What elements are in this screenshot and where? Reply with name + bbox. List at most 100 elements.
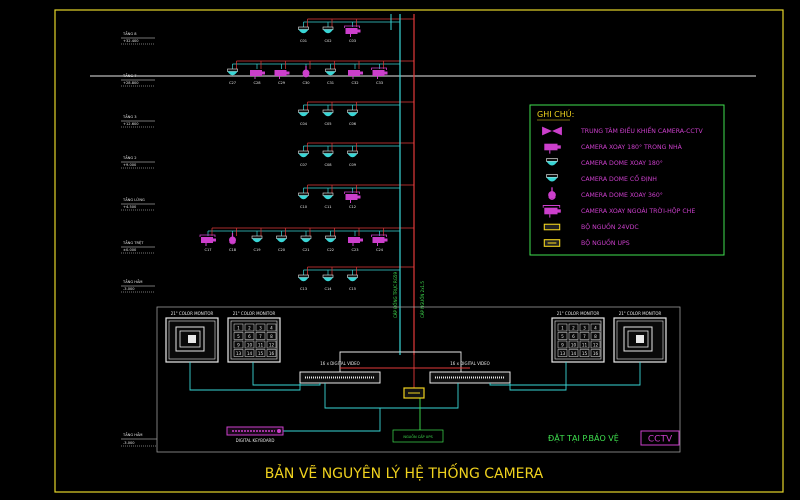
room-label: ĐẶT TẠI P.BẢO VỆ	[548, 432, 619, 444]
monitor-cell: 6	[572, 334, 575, 339]
dome-fixed-icon	[546, 174, 558, 182]
monitor-cell: 1	[237, 325, 240, 330]
monitor-label: 21" COLOR MONITOR	[171, 311, 214, 316]
legend-item-label: CAMERA DOME CỐ ĐỊNH	[581, 173, 657, 183]
camera-id: C32	[351, 81, 358, 85]
dome-fixed-icon	[347, 274, 358, 282]
dome-fixed-icon	[276, 235, 287, 243]
dome-fixed-icon	[322, 274, 334, 282]
dome-360-icon	[229, 233, 236, 245]
camera-id: C10	[300, 205, 308, 209]
legend-item: CAMERA DOME XOAY 360°	[548, 187, 663, 200]
ptz-outdoor-icon	[371, 234, 388, 246]
camera-id: C29	[278, 81, 286, 85]
camera-id: C21	[302, 248, 309, 252]
monitor-cell: 7	[259, 334, 262, 339]
legend-box	[529, 104, 725, 256]
dome-fixed-icon	[298, 192, 309, 200]
monitor-cell: 12	[593, 342, 599, 347]
ptz-outdoor-icon	[344, 25, 361, 37]
floor-label: TẦNG LỬNG	[122, 197, 145, 202]
keyboard-label: DIGITAL KEYBOARD	[236, 438, 275, 443]
floor-level: +12.600	[123, 122, 139, 126]
power-box	[392, 429, 444, 443]
dome-360-icon	[302, 66, 310, 78]
legend-item-label: CAMERA XOAY NGOÀI TRỜI-HỘP CHE	[581, 206, 695, 215]
camera-id: C12	[349, 205, 356, 209]
camera-id: C03	[349, 39, 356, 43]
basement-label: TẦNG HẦM	[122, 432, 143, 437]
dome-fixed-icon	[300, 235, 312, 243]
monitor-cell: 10	[571, 342, 577, 347]
basement-floor: TẦNG HẦM-3.000	[121, 432, 157, 447]
camera-id: C30	[302, 81, 310, 85]
camera-id: C28	[253, 81, 261, 85]
camera-id: C04	[300, 122, 308, 126]
camera-id: C15	[349, 287, 356, 291]
monitor-cell: 15	[258, 351, 264, 356]
legend-item: BỘ NGUỒN 24VDC	[543, 221, 639, 231]
floor-label: TẦNG 3	[122, 114, 137, 119]
camera-id: C33	[376, 81, 383, 85]
dome-fixed-icon	[325, 235, 336, 243]
floor-label: TẦNG 2	[122, 155, 137, 160]
floor-level: +9.000	[123, 163, 137, 167]
legend-item: CAMERA XOAY 180° TRONG NHÀ	[544, 142, 683, 154]
monitor-cell: 13	[560, 351, 566, 356]
room-tag: CCTV	[648, 435, 673, 445]
monitor-cell: 9	[561, 342, 564, 347]
floor-level: -3.000	[123, 287, 135, 291]
legend-item: CAMERA XOAY NGOÀI TRỜI-HỘP CHE	[542, 205, 695, 218]
camera-id: C17	[204, 248, 211, 252]
floor-level: +28.800	[123, 81, 139, 85]
drawing-frame	[54, 9, 784, 493]
floor-level: +4.500	[123, 205, 137, 209]
page-title: BẢN VẼ NGUYÊN LÝ HỆ THỐNG CAMERA	[265, 463, 544, 482]
dvr-right-label: 16 x DIGITAL VIDEO	[450, 361, 490, 366]
ptz-outdoor-icon	[542, 205, 561, 218]
legend-item-label: BỘ NGUỒN 24VDC	[581, 221, 639, 231]
room-tag-box	[640, 430, 680, 446]
floor-label: TẦNG HẦM	[122, 279, 143, 284]
monitor-cell: 2	[248, 325, 251, 330]
legend-item-label: TRUNG TÂM ĐIỀU KHIỂN CAMERA-CCTV	[580, 125, 703, 135]
ptz-outdoor-icon	[344, 191, 361, 203]
dome-180-icon	[546, 158, 558, 166]
dome-fixed-icon	[322, 150, 334, 158]
digital-keyboard: DIGITAL KEYBOARD	[226, 426, 284, 443]
control-room	[156, 306, 681, 453]
monitor-cell: 3	[259, 325, 262, 330]
dome-fixed-icon	[347, 150, 358, 158]
riser-label-coax: CÁP ĐỒNG TRỤC RG59	[393, 272, 398, 318]
dome-fixed-icon	[251, 235, 263, 243]
camera-id: C24	[376, 248, 384, 252]
monitor-label: 21" COLOR MONITOR	[557, 311, 600, 316]
camera-id: C07	[300, 163, 307, 167]
monitor-cell: 3	[583, 325, 586, 330]
dvr-right: 16 x DIGITAL VIDEO	[429, 361, 511, 384]
monitor-cell: 11	[258, 342, 264, 347]
monitor-cell: 8	[594, 334, 597, 339]
ptz-indoor-icon	[274, 70, 290, 79]
monitor-label: 21" COLOR MONITOR	[233, 311, 276, 316]
dome-fixed-icon	[325, 68, 336, 76]
monitor-0: 21" COLOR MONITOR	[165, 311, 219, 363]
camera-id: C01	[300, 39, 307, 43]
camera-id: C14	[324, 287, 332, 291]
monitor-cell: 5	[237, 334, 240, 339]
monitor-cell: 9	[237, 342, 240, 347]
legend-item-label: CAMERA XOAY 180° TRONG NHÀ	[581, 142, 683, 151]
monitor-3: 21" COLOR MONITOR	[613, 311, 667, 363]
camera-id: C27	[229, 81, 236, 85]
camera-id: C08	[324, 163, 332, 167]
dome-fixed-icon	[322, 109, 334, 117]
monitor-cell: 15	[582, 351, 588, 356]
dome-fixed-icon	[298, 274, 309, 282]
